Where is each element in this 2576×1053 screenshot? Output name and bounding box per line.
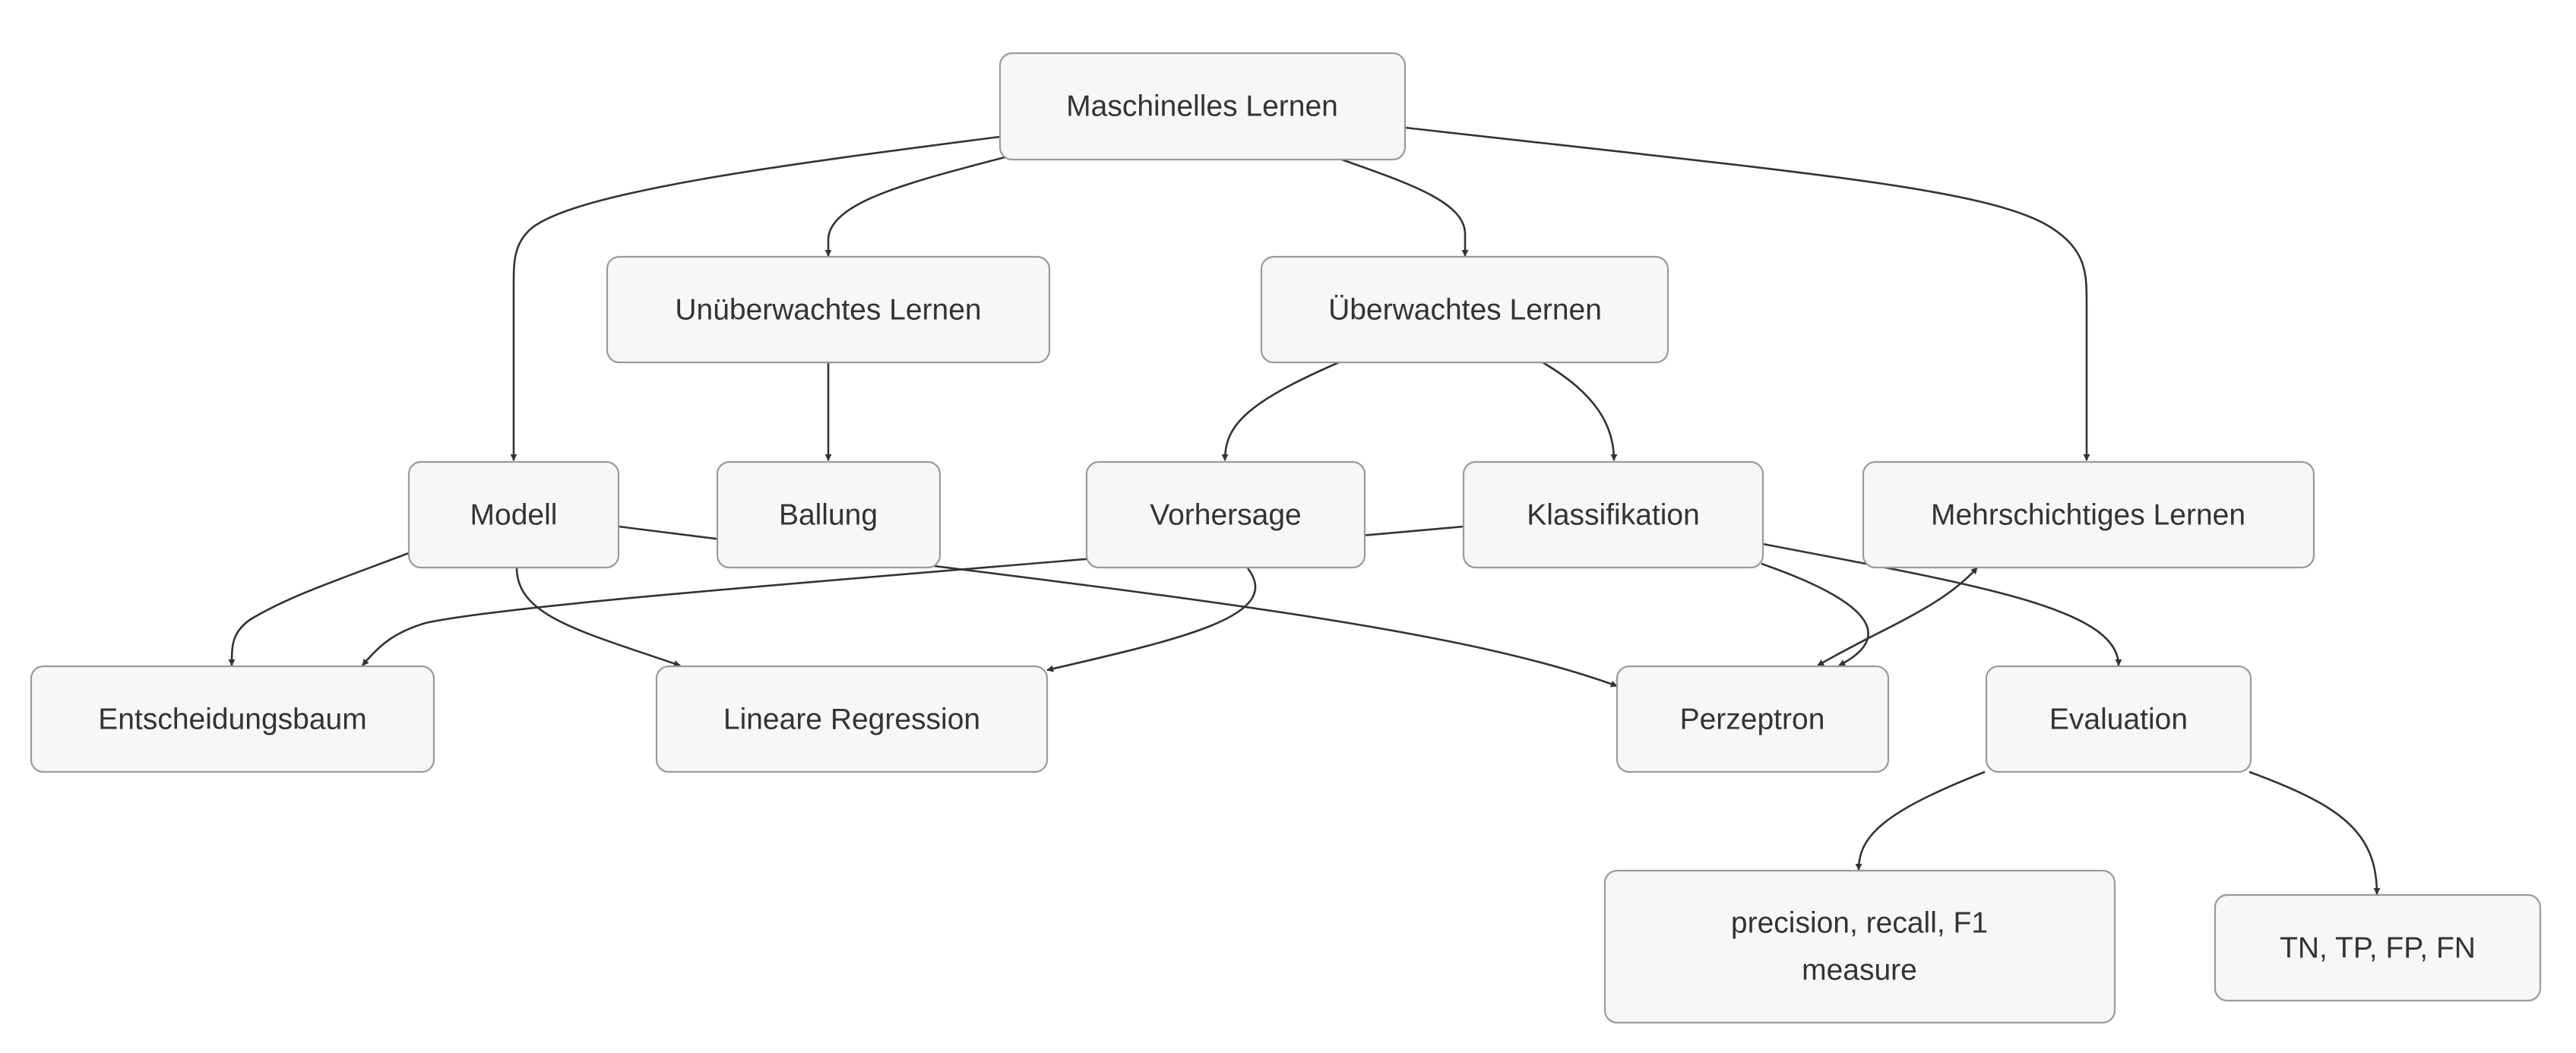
- node-ueberwachtes-lernen[interactable]: Überwachtes Lernen: [1260, 255, 1669, 364]
- node-vorhersage[interactable]: Vorhersage: [1085, 460, 1366, 569]
- node-label: Modell: [470, 499, 558, 532]
- edge-sup-to-klassifikation: [1542, 361, 1618, 461]
- node-label: Lineare Regression: [723, 704, 980, 736]
- node-label: Überwachtes Lernen: [1328, 294, 1602, 327]
- edge-evaluation-to-precision: [1855, 770, 1986, 871]
- node-ballung[interactable]: Ballung: [716, 460, 941, 569]
- nodes-layer: Maschinelles Lernen Unüberwachtes Lernen…: [30, 52, 2542, 1024]
- node-label: Entscheidungsbaum: [98, 704, 366, 736]
- node-mehrschichtiges-lernen[interactable]: Mehrschichtiges Lernen: [1862, 460, 2315, 569]
- edge-klassifikation-to-evaluation: [1762, 542, 2122, 666]
- edge-sup-to-vorhersage: [1221, 361, 1340, 461]
- node-klassifikation[interactable]: Klassifikation: [1462, 460, 1764, 569]
- node-label: Ballung: [779, 499, 878, 532]
- node-maschinelles-lernen[interactable]: Maschinelles Lernen: [998, 52, 1407, 161]
- node-label: Evaluation: [2049, 704, 2188, 736]
- node-label: Maschinelles Lernen: [1066, 90, 1338, 123]
- node-label-line-2: measure: [1802, 954, 1917, 987]
- node-evaluation[interactable]: Evaluation: [1985, 665, 2252, 773]
- node-label: TN, TP, FP, FN: [2280, 932, 2476, 965]
- edge-vorhersage-to-regression: [1046, 568, 1257, 672]
- node-label: Unüberwachtes Lernen: [675, 294, 981, 327]
- node-lineare-regression[interactable]: Lineare Regression: [655, 665, 1049, 773]
- edge-modell-to-regression: [515, 567, 681, 667]
- edge-ml-to-modell: [510, 135, 1001, 461]
- edge-klassifikation-to-perzeptron: [1761, 562, 1869, 667]
- node-label: Vorhersage: [1150, 499, 1301, 532]
- node-entscheidungsbaum[interactable]: Entscheidungsbaum: [30, 665, 435, 773]
- edge-evaluation-to-tn: [2248, 770, 2381, 895]
- node-label: Mehrschichtiges Lernen: [1931, 499, 2245, 532]
- node-label: Perzeptron: [1680, 704, 1825, 736]
- edge-ml-to-sup: [1337, 157, 1469, 257]
- edge-modell-to-baum: [228, 552, 410, 666]
- edge-ml-to-unsup: [824, 155, 1008, 257]
- edge-ml-to-mehrschicht: [1404, 126, 2090, 461]
- node-modell[interactable]: Modell: [407, 460, 620, 569]
- edge-perzeptron-to-mehrschicht: [1817, 567, 1978, 667]
- node-unueberwachtes-lernen[interactable]: Unüberwachtes Lernen: [606, 255, 1051, 364]
- node-label: Klassifikation: [1527, 499, 1700, 532]
- node-label-line-1: precision, recall, F1: [1731, 907, 1988, 940]
- node-tn-tp-fp-fn[interactable]: TN, TP, FP, FN: [2214, 893, 2542, 1002]
- node-perzeptron[interactable]: Perzeptron: [1616, 665, 1890, 773]
- node-precision-recall[interactable]: precision, recall, F1 measure: [1603, 869, 2116, 1024]
